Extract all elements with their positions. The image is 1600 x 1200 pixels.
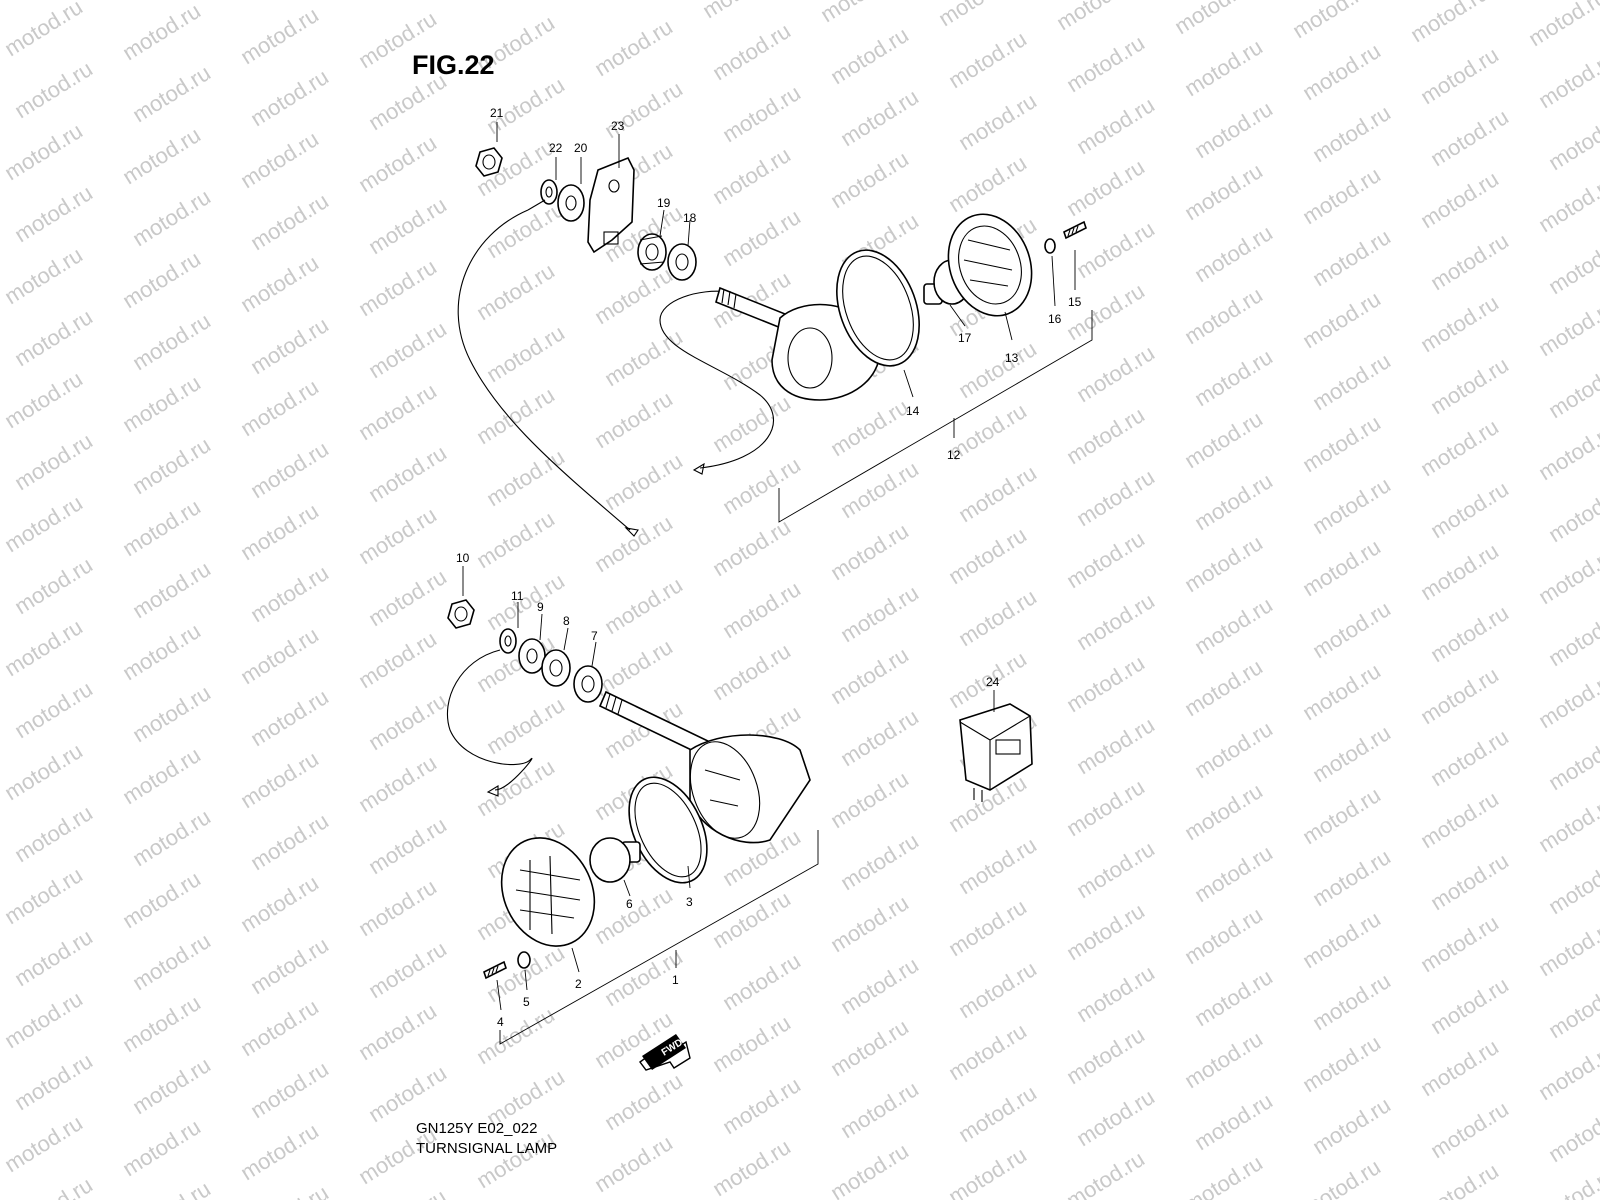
forward-arrow-icon: FWD	[639, 1034, 691, 1071]
nut-8	[541, 649, 571, 687]
screw-4	[483, 960, 507, 980]
callout-11: 11	[511, 589, 524, 603]
upper-turnsignal-assembly	[457, 147, 1093, 537]
callout-19: 19	[657, 196, 671, 210]
callout-numbers: 21 22 20 23 19 18 15 16 17 13 14 12 10 1…	[456, 106, 1082, 1029]
wire-lead-lower	[446, 649, 533, 791]
nut-21	[475, 147, 503, 177]
washer-9	[518, 638, 546, 674]
callout-22: 22	[549, 141, 563, 155]
callout-17: 17	[958, 331, 972, 345]
callout-20: 20	[574, 141, 588, 155]
figure-title: FIG.22	[412, 50, 495, 80]
terminal-22	[527, 179, 558, 211]
grommet-7	[573, 665, 603, 703]
callout-3: 3	[686, 895, 693, 909]
gasket-3	[628, 776, 708, 884]
screw-15	[1063, 220, 1087, 240]
callout-9: 9	[537, 600, 544, 614]
nut-19	[637, 233, 667, 271]
callout-18: 18	[683, 211, 697, 225]
wire-lead-upper	[457, 209, 631, 531]
diagram-caption: TURNSIGNAL LAMP	[416, 1140, 558, 1157]
lens-2	[500, 837, 596, 947]
callout-24: 24	[986, 675, 1000, 689]
lower-turnsignal-assembly	[446, 599, 819, 1045]
callout-16: 16	[1048, 312, 1062, 326]
wire-short-upper	[659, 290, 775, 469]
lamp-housing-lower	[598, 690, 811, 844]
callout-7: 7	[591, 629, 598, 643]
grommet-18	[667, 243, 697, 281]
washer-16	[1044, 238, 1056, 254]
callout-12: 12	[947, 448, 961, 462]
callout-6: 6	[626, 897, 633, 911]
bulb-6	[589, 837, 641, 883]
assembly-bracket-1	[499, 830, 819, 1045]
callout-1: 1	[672, 973, 679, 987]
nut-10	[447, 599, 475, 629]
gasket-14	[836, 249, 920, 367]
washer-5	[517, 951, 531, 969]
model-code: GN125Y E02_022	[416, 1120, 538, 1137]
lens-13	[947, 213, 1033, 317]
flasher-relay-24	[959, 703, 1033, 802]
callout-23: 23	[611, 119, 625, 133]
callout-21: 21	[490, 106, 504, 120]
terminal-11	[499, 628, 517, 654]
callout-4: 4	[497, 1015, 504, 1029]
callout-2: 2	[575, 977, 582, 991]
callout-14: 14	[906, 404, 920, 418]
callout-15: 15	[1068, 295, 1082, 309]
leader-lines	[462, 122, 1076, 1011]
callout-8: 8	[563, 614, 570, 628]
callout-13: 13	[1005, 351, 1019, 365]
bracket-23	[587, 156, 635, 254]
callout-5: 5	[523, 995, 530, 1009]
assembly-bracket-12	[778, 310, 1093, 523]
washer-20	[557, 184, 585, 222]
callout-10: 10	[456, 551, 470, 565]
